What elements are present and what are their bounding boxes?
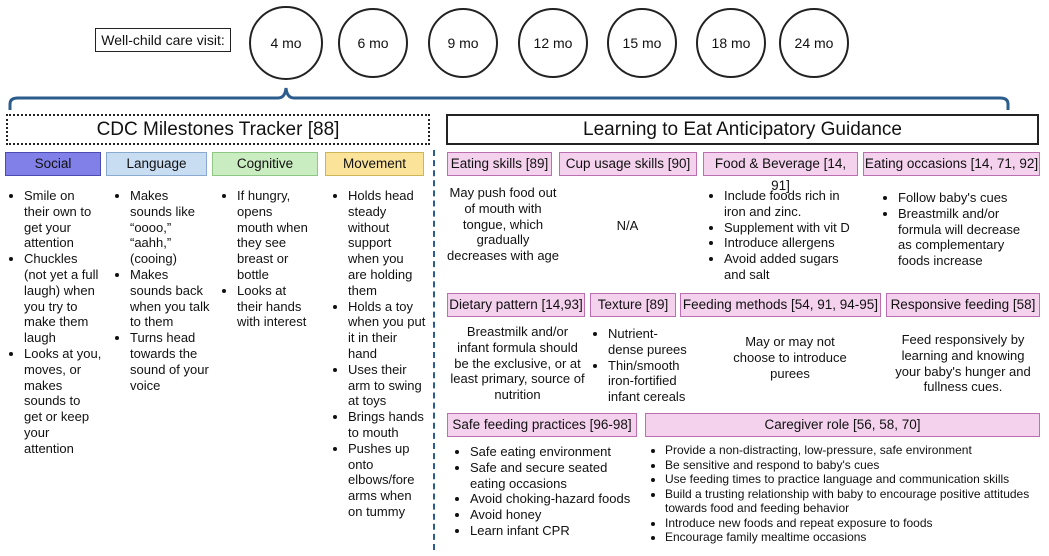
movement-list: Holds head steady without support when y… xyxy=(330,188,426,520)
visit-circle-6mo: 6 mo xyxy=(338,8,408,78)
movement-item: Uses their arm to swing at toys xyxy=(348,362,426,409)
safe-feeding-item: Avoid honey xyxy=(470,507,637,523)
texture-item: Thin/smooth iron-fortified infant cereal… xyxy=(608,358,690,405)
food-beverage-item: Supplement with vit D xyxy=(724,220,861,236)
language-tag: Language xyxy=(106,152,207,176)
visit-circle-24mo: 24 mo xyxy=(779,8,849,78)
safe-feeding-item: Safe eating environment xyxy=(470,444,637,460)
cdc-title: CDC Milestones Tracker [88] xyxy=(6,114,430,145)
responsive-feeding-text: Feed responsively by learning and knowin… xyxy=(895,332,1031,395)
food-beverage-item: Introduce allergens xyxy=(724,235,861,251)
social-item: Smile on their own to get your attention xyxy=(24,188,102,251)
texture-tag: Texture [89] xyxy=(590,293,676,317)
feeding-methods-text: May or may not choose to introduce puree… xyxy=(733,334,847,381)
visit-circle-12mo: 12 mo xyxy=(518,8,588,78)
language-item: Turns head towards the sound of your voi… xyxy=(130,330,210,393)
movement-item: Pushes up onto elbows/fore arms when on … xyxy=(348,441,426,520)
dietary-pattern-tag: Dietary pattern [14,93] xyxy=(447,293,585,317)
caregiver-role-item: Be sensitive and respond to baby's cues xyxy=(665,458,1042,473)
cognitive-item: Looks at their hands with interest xyxy=(237,283,309,330)
cognitive-item: If hungry, opens mouth when they see bre… xyxy=(237,188,309,283)
visit-circle-9mo: 9 mo xyxy=(428,8,498,78)
feeding-methods-tag: Feeding methods [54, 91, 94-95] xyxy=(680,293,881,317)
eating-occasions-tag: Eating occasions [14, 71, 92] xyxy=(863,152,1040,176)
visit-circle-15mo: 15 mo xyxy=(607,8,677,78)
eating-occasions-item: Breastmilk and/or formula will decrease … xyxy=(898,206,1035,269)
caregiver-role-item: Use feeding times to practice language a… xyxy=(665,472,1042,487)
caregiver-role-list: Provide a non-distracting, low-pressure,… xyxy=(647,443,1042,545)
caregiver-role-item: Build a trusting relationship with baby … xyxy=(665,487,1042,516)
timeline-bracket xyxy=(8,87,1010,110)
caregiver-role-item: Encourage family mealtime occasions xyxy=(665,530,1042,545)
safe-feeding-item: Safe and secure seated eating occasions xyxy=(470,460,637,492)
food-beverage-list: Include foods rich in iron and zinc. Sup… xyxy=(706,188,861,283)
visit-label: Well-child care visit: xyxy=(95,28,231,52)
section-divider xyxy=(433,150,435,550)
cup-usage-text: N/A xyxy=(616,218,639,233)
social-item: Chuckles (not yet a full laugh) when you… xyxy=(24,251,102,346)
food-beverage-item: Include foods rich in iron and zinc. xyxy=(724,188,861,220)
guidance-title: Learning to Eat Anticipatory Guidance xyxy=(446,114,1039,145)
language-list: Makes sounds like “oooo,” “aahh,” (cooin… xyxy=(112,188,210,393)
visit-circle-4mo: 4 mo xyxy=(249,6,323,80)
language-item: Makes sounds back when you talk to them xyxy=(130,267,210,330)
safe-feeding-tag: Safe feeding practices [96-98] xyxy=(447,413,637,437)
movement-tag: Movement xyxy=(325,152,424,176)
safe-feeding-list: Safe eating environment Safe and secure … xyxy=(452,444,637,539)
social-tag: Social xyxy=(5,152,101,176)
movement-item: Holds a toy when you put it in their han… xyxy=(348,299,426,362)
eating-skills-text: May push food out of mouth with tongue, … xyxy=(447,185,560,264)
texture-item: Nutrient-dense purees xyxy=(608,326,690,358)
texture-list: Nutrient-dense purees Thin/smooth iron-f… xyxy=(590,326,690,405)
food-beverage-tag: Food & Beverage [14, 91] xyxy=(703,152,858,193)
food-beverage-item: Avoid added sugars and salt xyxy=(724,251,861,283)
cognitive-tag: Cognitive xyxy=(212,152,318,176)
movement-item: Holds head steady without support when y… xyxy=(348,188,426,299)
caregiver-role-item: Introduce new foods and repeat exposure … xyxy=(665,516,1042,531)
language-item: Makes sounds like “oooo,” “aahh,” (cooin… xyxy=(130,188,210,267)
cup-usage-tag: Cup usage skills [90] xyxy=(559,152,697,176)
social-item: Looks at you, moves, or makes sounds to … xyxy=(24,346,102,457)
eating-occasions-item: Follow baby's cues xyxy=(898,190,1035,206)
visit-circle-18mo: 18 mo xyxy=(696,8,766,78)
cognitive-list: If hungry, opens mouth when they see bre… xyxy=(219,188,309,330)
responsive-feeding-tag: Responsive feeding [58] xyxy=(886,293,1040,317)
caregiver-role-item: Provide a non-distracting, low-pressure,… xyxy=(665,443,1042,458)
eating-skills-tag: Eating skills [89] xyxy=(447,152,552,176)
safe-feeding-item: Avoid choking-hazard foods xyxy=(470,491,637,507)
dietary-pattern-text: Breastmilk and/or infant formula should … xyxy=(450,324,585,403)
eating-occasions-list: Follow baby's cues Breastmilk and/or for… xyxy=(880,190,1035,269)
safe-feeding-item: Learn infant CPR xyxy=(470,523,637,539)
social-list: Smile on their own to get your attention… xyxy=(6,188,102,457)
caregiver-role-tag: Caregiver role [56, 58, 70] xyxy=(645,413,1040,437)
movement-item: Brings hands to mouth xyxy=(348,409,426,441)
